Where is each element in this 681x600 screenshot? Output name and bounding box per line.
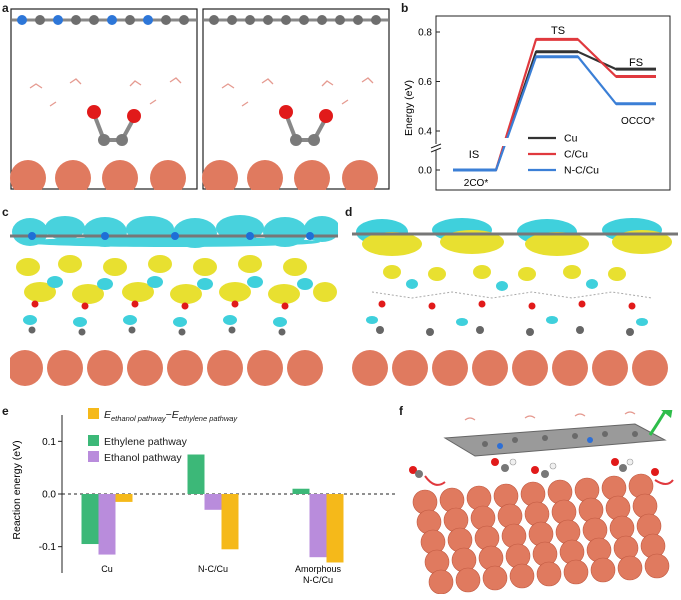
energy-axis-break-mark [430, 147, 442, 153]
reaction-ytick-label: 0.0 [42, 490, 56, 501]
legend-ethylene: Ethylene pathway [88, 435, 187, 448]
reaction-category-label: Amorphous [295, 564, 342, 574]
panel-label-f: f [399, 404, 403, 418]
state-annotation-2co: 2CO* [464, 178, 489, 189]
reaction-bar [81, 494, 99, 545]
energy-axis-break [432, 144, 440, 150]
legend-ethanol-swatch [88, 451, 99, 462]
panel-d-charge-density [352, 212, 678, 388]
energy-axis-break-mark [430, 143, 442, 149]
legend-diff-sub1: ethanol pathway [111, 414, 166, 424]
copper-atom [563, 559, 589, 585]
reaction-bar [221, 494, 239, 550]
reaction-bar [309, 494, 327, 558]
reaction-bar [292, 488, 310, 494]
energy-y-axis-label: Energy (eV) [403, 80, 415, 136]
copper-atom [536, 561, 562, 587]
energy-plot-frame [435, 15, 671, 191]
reaction-ytick-label: -0.1 [39, 542, 57, 553]
copper-atom [482, 565, 508, 591]
panel-label-e: e [2, 404, 9, 418]
copper-atom [590, 557, 616, 583]
panel-a-structures [10, 8, 390, 190]
reaction-bar [98, 494, 116, 555]
legend-diff-sub2: ethylene pathway [178, 414, 238, 424]
legend-diff-minus: −E [165, 409, 179, 421]
reaction-bar [187, 454, 205, 494]
structure-c-cu [202, 8, 390, 190]
energy-ytick-label: 0.8 [418, 28, 432, 39]
reaction-bar [115, 494, 133, 502]
reaction-category-label: Cu [101, 564, 113, 574]
energy-ytick-label: 0.0 [418, 166, 432, 177]
energy-series [453, 37, 656, 172]
state-label-is: IS [469, 149, 479, 161]
panel-label-c: c [2, 205, 9, 219]
legend-diff-e: E [104, 409, 112, 421]
energy-legend-label: Cu [564, 133, 578, 145]
structure-n-c-cu [10, 8, 198, 190]
legend-ethanol-label: Ethanol pathway [104, 452, 182, 464]
energy-legend-label: C/Cu [564, 149, 588, 161]
copper-atom [617, 555, 643, 581]
energy-line-break-gap [498, 138, 518, 146]
panel-label-d: d [345, 205, 353, 219]
energy-legend: CuC/CuN-C/Cu [528, 133, 599, 177]
reaction-category-label: N-C/Cu [198, 564, 228, 574]
panel-label-b: b [401, 1, 409, 15]
reaction-bars [81, 454, 344, 563]
energy-profile-svg: 0.0 0.4 0.6 0.8 Energy (eV) IS TS FS 2CO* O… [403, 15, 671, 191]
legend-diff-swatch [88, 408, 99, 419]
legend-ethylene-label: Ethylene pathway [104, 436, 187, 448]
reaction-y-axis-label: Reaction energy (eV) [11, 440, 23, 539]
reaction-category-label: N-C/Cu [303, 575, 333, 585]
energy-ytick-label: 0.6 [418, 77, 432, 88]
copper-atom [455, 567, 481, 593]
copper-atom [509, 563, 535, 589]
copper-slab [412, 473, 670, 594]
legend-ethanol: Ethanol pathway [88, 451, 182, 464]
energy-axes: 0.0 0.4 0.6 0.8 [418, 15, 671, 191]
panel-c-charge-density [10, 212, 338, 388]
panel-f-schematic [409, 410, 674, 594]
state-label-fs: FS [629, 57, 643, 69]
reaction-bar [204, 494, 222, 510]
state-annotation-occo: OCCO* [621, 116, 655, 127]
reaction-bar [326, 494, 344, 563]
copper-atom [428, 569, 454, 594]
energy-legend-label: N-C/Cu [564, 165, 599, 177]
copper-atom [644, 553, 670, 579]
legend-ethylene-swatch [88, 435, 99, 446]
state-label-ts: TS [551, 25, 565, 37]
panel-label-a: a [2, 1, 9, 15]
legend-diff: Eethanol pathway−Eethylene pathway [88, 408, 237, 423]
energy-ytick-label: 0.4 [418, 127, 432, 138]
energy-profile-chart: 0.0 0.4 0.6 0.8 Energy (eV) IS TS FS 2CO* O… [398, 8, 681, 198]
reaction-ytick-label: 0.1 [42, 437, 56, 448]
